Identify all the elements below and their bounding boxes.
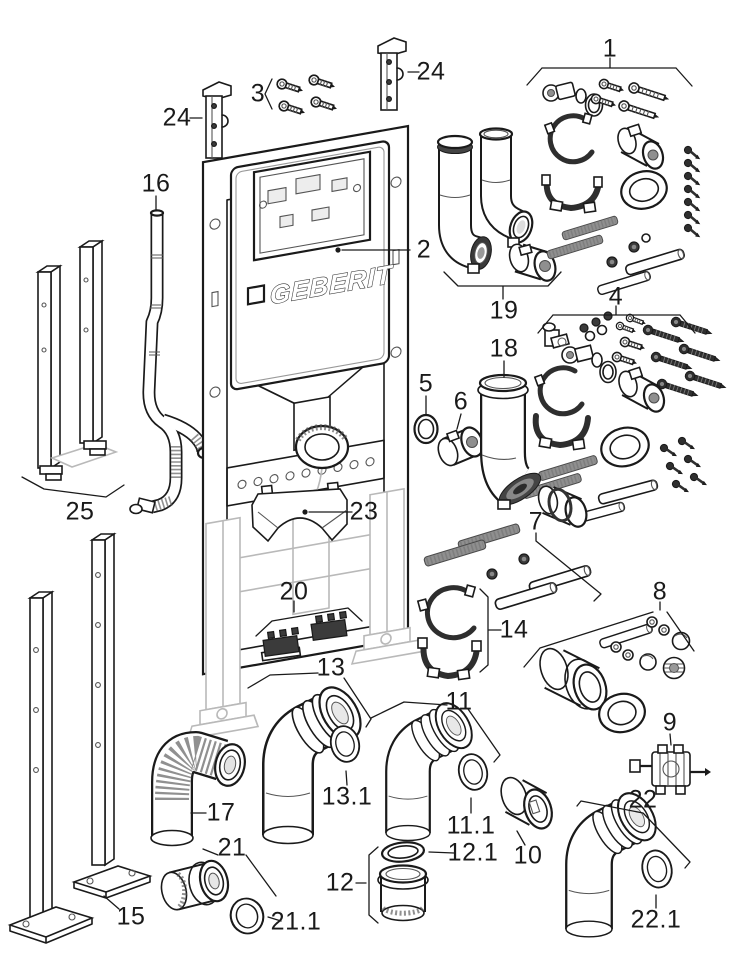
part-16-supply-pipe [129, 209, 212, 515]
part-label-22-1: 22.1 [630, 905, 682, 934]
part-5-oring [413, 413, 439, 445]
part-22-1-seal [637, 846, 677, 892]
part-label-12: 12 [325, 868, 355, 897]
part-10-sleeve [500, 776, 553, 830]
part-label-24-right: 24 [416, 57, 446, 86]
part-25-extension-posts [35, 239, 119, 481]
part-15-floor-posts [7, 532, 153, 944]
part-21-sleeve [160, 859, 230, 911]
part-1-fastening-kit [541, 77, 704, 296]
part-label-3: 3 [250, 79, 266, 108]
part-label-21: 21 [217, 833, 247, 862]
part-label-24-left: 24 [162, 103, 192, 132]
part-label-13: 13 [316, 653, 346, 682]
part-label-20: 20 [279, 577, 309, 606]
part-label-12-1: 12.1 [447, 838, 499, 867]
flush-outlet-gasket [294, 424, 350, 470]
part-7-threaded-rods [423, 523, 593, 612]
part-label-13-1: 13.1 [321, 782, 373, 811]
part-label-9: 9 [662, 708, 678, 737]
part-18-pipe [477, 373, 542, 510]
leader-lines [21, 57, 696, 924]
part-label-1: 1 [602, 34, 618, 63]
part-label-23: 23 [349, 497, 379, 526]
part-24-wall-bracket-left [202, 81, 232, 159]
wall-frame: GEBERIT [186, 124, 424, 740]
part-8-connection-set [539, 616, 691, 734]
part-label-8: 8 [652, 577, 668, 606]
part-label-7: 7 [528, 507, 544, 536]
part-label-5: 5 [418, 369, 434, 398]
part-13-outlet-elbow [263, 680, 369, 843]
part-19-flush-pipes [436, 127, 557, 282]
part-label-6: 6 [453, 387, 469, 416]
part-11-1-seal [454, 750, 492, 794]
part-label-25: 25 [65, 497, 95, 526]
part-3-screws [275, 73, 340, 119]
part-12-socket-set [377, 841, 429, 922]
part-label-19: 19 [489, 296, 519, 325]
part-6-connector [437, 426, 484, 467]
part-21-1-seal [225, 893, 269, 939]
part-17-bellows-elbow [150, 731, 246, 847]
part-label-16: 16 [141, 169, 171, 198]
part-label-17: 17 [206, 798, 236, 827]
part-14-pipe-clamp [416, 584, 482, 681]
part-4-fastening-kit [522, 311, 728, 528]
part-20-connectors [260, 610, 348, 662]
part-label-21-1: 21.1 [270, 907, 322, 936]
part-label-18: 18 [489, 334, 519, 363]
part-label-15: 15 [116, 902, 146, 931]
part-label-11-1: 11.1 [446, 811, 496, 840]
part-9-mounting-bracket [629, 744, 711, 795]
part-label-10: 10 [513, 841, 543, 870]
part-label-22: 22 [628, 785, 658, 814]
part-label-14: 14 [499, 615, 529, 644]
part-24-wall-bracket-right [377, 37, 407, 111]
part-label-11: 11 [445, 687, 473, 716]
part-label-4: 4 [608, 282, 624, 311]
part-23-support-bracket [251, 481, 348, 543]
part-label-2: 2 [416, 235, 432, 264]
brand-logo-square [246, 284, 266, 306]
cistern: GEBERIT [229, 140, 394, 452]
